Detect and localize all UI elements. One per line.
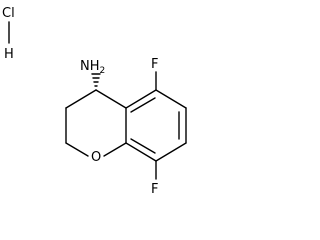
bond-c4-c4a <box>95 89 127 109</box>
label-f-bottom: F <box>151 182 158 197</box>
bond-c8-c8a <box>125 142 157 162</box>
molecule-diagram: Cl H NH2 F F O <box>2 6 187 197</box>
bond-c4a-c5-inner <box>130 97 156 113</box>
stereo-hash-bond <box>91 73 101 87</box>
bond-c4a-c5 <box>125 89 157 109</box>
bond-c5-c6 <box>155 89 187 109</box>
bond-c2-o <box>65 142 89 157</box>
label-f-top: F <box>151 57 158 72</box>
label-h: H <box>4 47 14 62</box>
bond-c8-c8a-inner <box>130 138 156 154</box>
bond-o-c8a <box>103 142 127 157</box>
label-o: O <box>91 150 101 165</box>
label-nh2: NH2 <box>80 59 105 76</box>
bond-c7-c8 <box>155 142 187 162</box>
label-cl: Cl <box>2 6 15 21</box>
bond-c4-c3 <box>65 89 97 109</box>
